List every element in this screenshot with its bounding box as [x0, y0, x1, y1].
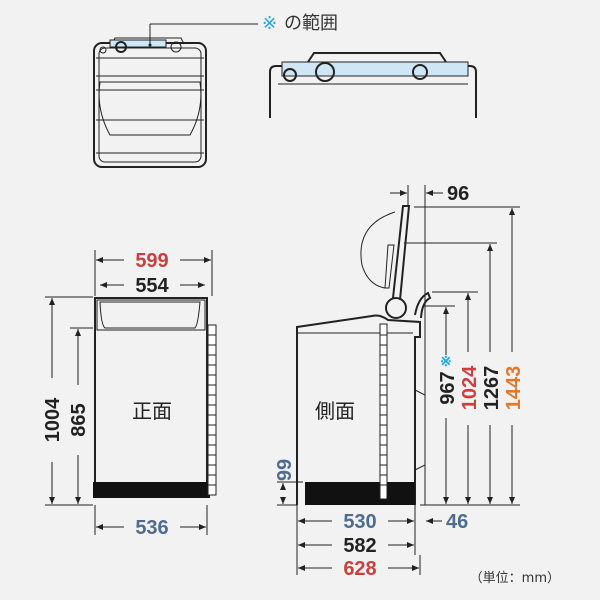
side-rear-offset: 46	[446, 511, 468, 533]
side-label: 側面	[315, 399, 355, 423]
front-view: 正面	[93, 297, 217, 498]
side-base-height: 99	[274, 459, 296, 481]
side-height-1267: 1267	[481, 366, 503, 411]
side-dimensions: 96 ※ 967 1024 1267 1443 99 530 582	[274, 183, 525, 580]
front-width-base: 536	[135, 517, 168, 539]
legend-callout: ※ の範囲	[262, 13, 338, 34]
side-height-1024: 1024	[459, 365, 481, 410]
side-height-1443: 1443	[503, 366, 525, 411]
front-label: 正面	[132, 399, 172, 423]
front-width-body: 554	[135, 275, 169, 297]
front-height-body: 865	[68, 403, 90, 436]
front-width-overall: 599	[135, 250, 168, 272]
unit-label: （単位：mm）	[470, 570, 560, 586]
side-967-mark: ※	[440, 353, 452, 369]
legend-text: の範囲	[284, 13, 338, 34]
top-view-front	[93, 23, 258, 168]
front-height-overall: 1004	[42, 397, 64, 442]
side-height-967: 967	[437, 371, 459, 404]
side-lid-offset: 96	[447, 183, 469, 205]
side-depth-overall: 628	[343, 558, 376, 580]
front-dimensions: 599 554 536 1004 865	[42, 250, 213, 539]
legend-mark: ※	[262, 13, 277, 34]
side-depth-body: 582	[343, 535, 376, 557]
side-view: 側面	[296, 205, 432, 505]
side-depth-base: 530	[343, 511, 376, 533]
top-view-detail	[269, 52, 477, 118]
